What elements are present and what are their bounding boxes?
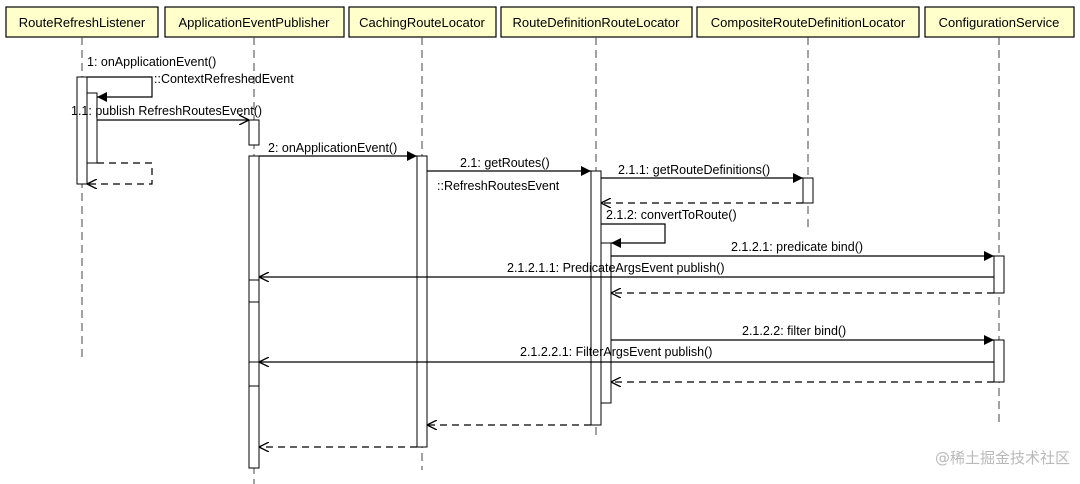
participant-label: ConfigurationService <box>939 15 1060 30</box>
activation-bar <box>248 119 260 146</box>
message-label: 2.1.2.1.1: PredicateArgsEvent publish() <box>507 261 724 275</box>
participant-route-definition-route-locator: RouteDefinitionRouteLocator <box>500 6 693 38</box>
activation-bar <box>993 339 1005 383</box>
event-note: ::ContextRefreshedEvent <box>154 72 294 86</box>
participant-label: ApplicationEventPublisher <box>178 15 330 30</box>
message-label: 2.1.1: getRouteDefinitions() <box>618 163 770 177</box>
message-arrow <box>601 223 666 248</box>
participant-application-event-publisher: ApplicationEventPublisher <box>164 6 345 38</box>
return-arrow <box>87 162 153 184</box>
participant-label: CompositeRouteDefinitionLocator <box>711 15 906 30</box>
watermark: @稀土掘金技术社区 <box>935 449 1070 467</box>
activation-bar <box>416 155 428 448</box>
message-label: 2.1.2.2: filter bind() <box>742 324 846 338</box>
activation-bar <box>86 92 98 164</box>
activation-bar <box>248 155 260 469</box>
message-label: 2.1: getRoutes() <box>460 156 550 170</box>
message-label: 2.1.2.1: predicate bind() <box>731 240 863 254</box>
activation-bar <box>76 76 88 185</box>
message-label: 1.1: publish RefreshRoutesEvent() <box>71 104 262 118</box>
activation-bar <box>802 177 814 204</box>
participant-label: RouteRefreshListener <box>19 15 146 30</box>
message-label: 2.1.2: convertToRoute() <box>606 208 737 222</box>
message-arrow <box>87 76 153 102</box>
event-note: ::RefreshRoutesEvent <box>437 179 560 193</box>
participant-caching-route-locator: CachingRouteLocator <box>348 6 497 38</box>
participant-label: CachingRouteLocator <box>359 15 485 30</box>
activation-bar <box>590 170 602 426</box>
message-label: 2: onApplicationEvent() <box>268 141 397 155</box>
participant-route-refresh-listener: RouteRefreshListener <box>5 6 159 38</box>
message-label: 2.1.2.2.1: FilterArgsEvent publish() <box>520 345 712 359</box>
participant-configuration-service: ConfigurationService <box>924 6 1075 38</box>
activation-bar <box>600 242 612 404</box>
participant-composite-route-definition-locator: CompositeRouteDefinitionLocator <box>696 6 920 38</box>
activation-bar <box>993 255 1005 294</box>
message-label: 1: onApplicationEvent() <box>87 55 216 69</box>
participant-label: RouteDefinitionRouteLocator <box>513 15 681 30</box>
